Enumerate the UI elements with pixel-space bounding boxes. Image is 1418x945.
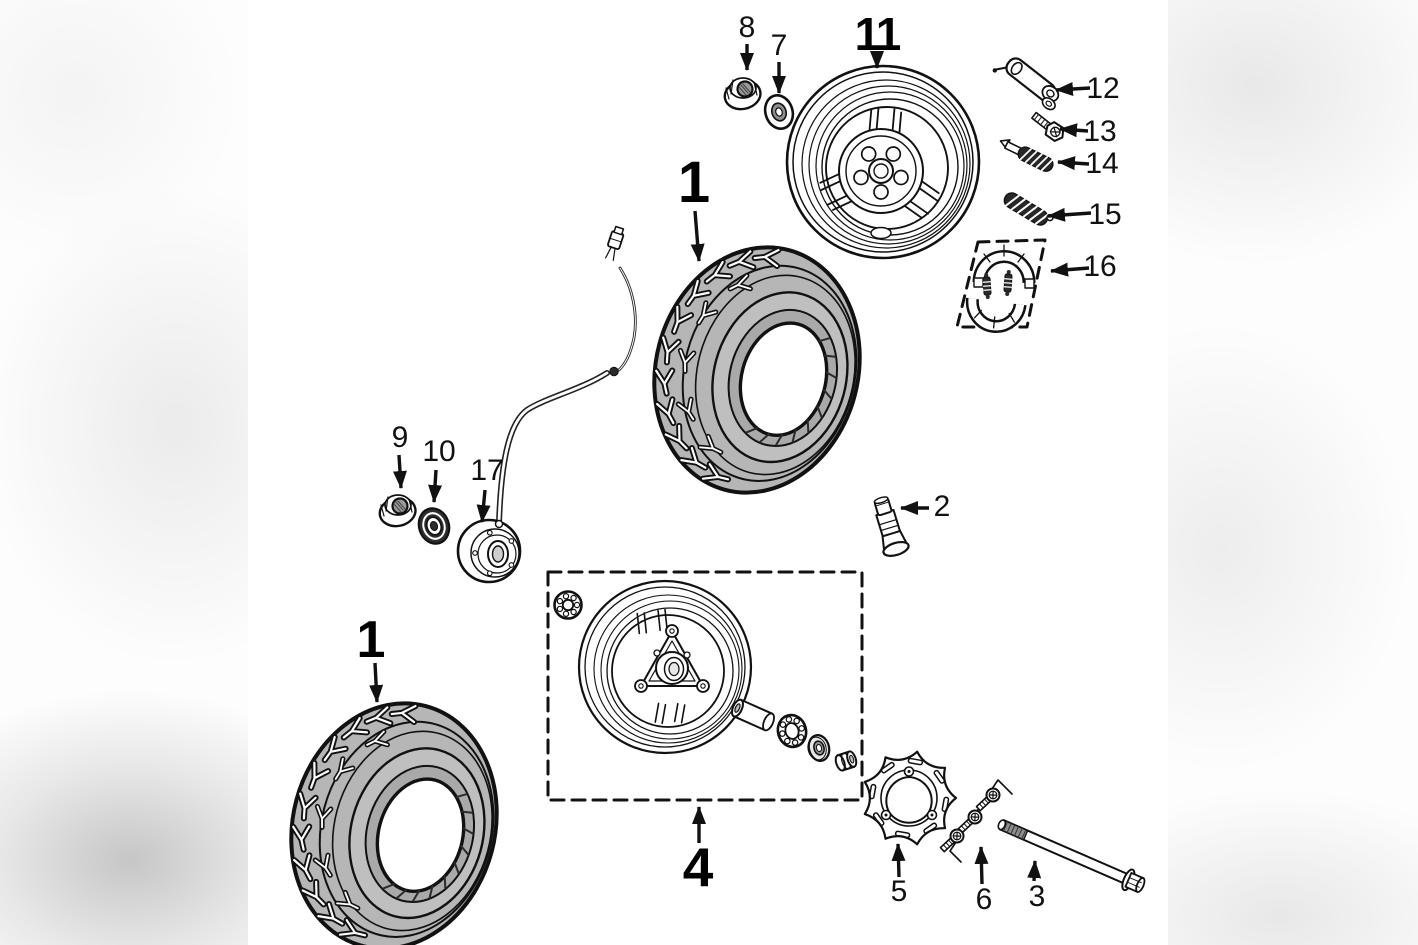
- callout-14: 14: [1057, 147, 1119, 180]
- rear-washer: [763, 94, 795, 130]
- callout-2: 2: [900, 490, 951, 523]
- callout-11: 11: [855, 8, 903, 69]
- callout-arrow-12: [1055, 82, 1091, 96]
- cable-connector: [605, 225, 625, 261]
- disc-bolts: [936, 779, 1013, 863]
- callout-label-8: 8: [739, 11, 756, 44]
- callout-label-12: 12: [1086, 72, 1119, 105]
- callout-label-17: 17: [470, 454, 503, 487]
- callout-8: 8: [739, 11, 756, 71]
- callout-4: 4: [683, 806, 714, 898]
- callout-label-7: 7: [771, 29, 788, 62]
- callout-label-1-rear: 1: [678, 150, 710, 215]
- callout-arrow-10: [428, 469, 443, 503]
- callout-arrow-9: [392, 454, 407, 489]
- axle-spacer-tube: [730, 698, 775, 732]
- callout-17: 17: [470, 454, 504, 523]
- callout-label-5: 5: [891, 875, 908, 908]
- callout-arrow-1-rear: [690, 210, 705, 262]
- front-wheel-box: [546, 570, 864, 802]
- callout-label-11: 11: [855, 8, 901, 60]
- callout-1-front: 1: [357, 611, 386, 703]
- callout-arrow-1-front: [369, 662, 384, 703]
- brake-disc: [863, 750, 958, 846]
- front-washer: [417, 507, 451, 545]
- callout-label-9: 9: [392, 421, 409, 454]
- callout-label-3: 3: [1029, 880, 1046, 913]
- callout-arrow-5: [891, 843, 906, 878]
- callout-1-rear: 1: [678, 150, 710, 262]
- shoe-spring: [1003, 270, 1013, 296]
- speedometer-drive: [456, 518, 522, 584]
- callout-15: 15: [1047, 198, 1122, 231]
- callout-arrow-6: [974, 846, 989, 885]
- callout-12: 12: [1055, 72, 1120, 105]
- callout-arrow-16: [1050, 262, 1090, 277]
- brake-spring: [1003, 192, 1054, 226]
- callout-arrow-15: [1047, 207, 1092, 222]
- callout-16: 16: [1050, 250, 1117, 283]
- shoe-spring: [982, 273, 992, 299]
- callout-label-2: 2: [934, 490, 951, 523]
- dust-seal: [807, 734, 831, 762]
- callout-arrow-13: [1059, 123, 1089, 138]
- callout-10: 10: [422, 435, 456, 503]
- front-wheel-rim: [577, 579, 753, 755]
- callout-5: 5: [891, 843, 908, 908]
- callout-label-4: 4: [683, 836, 714, 898]
- brake-shoe-upper: [972, 244, 1036, 289]
- brake-arm: [992, 57, 1060, 111]
- rear-wheel-rim: [785, 64, 981, 260]
- brake-adjuster: [999, 139, 1054, 172]
- axle-spacer: [834, 750, 858, 772]
- front-axle: [997, 819, 1146, 893]
- wheel-bearing-inner: [553, 590, 583, 620]
- valve-stem: [873, 496, 910, 557]
- callout-label-14: 14: [1085, 147, 1118, 180]
- wheel-bearing-outer: [776, 713, 808, 749]
- brake-arm-bolt: [1031, 111, 1065, 142]
- callout-9: 9: [392, 421, 409, 489]
- callout-arrow-17: [476, 489, 491, 523]
- callout-label-15: 15: [1088, 198, 1121, 231]
- callout-label-16: 16: [1083, 250, 1116, 283]
- callout-label-10: 10: [422, 435, 455, 468]
- callout-label-6: 6: [976, 883, 993, 916]
- callout-13: 13: [1059, 115, 1117, 148]
- callout-arrow-14: [1057, 156, 1090, 171]
- callout-6: 6: [974, 846, 993, 916]
- callout-label-1-front: 1: [357, 611, 386, 669]
- speedometer-cable: [496, 225, 637, 526]
- callout-arrow-3: [1027, 860, 1042, 882]
- brake-shoes-box: [955, 238, 1047, 329]
- callout-3: 3: [1027, 860, 1046, 913]
- callout-label-13: 13: [1083, 115, 1116, 148]
- brake-shoe-lower: [965, 297, 1027, 333]
- callout-7: 7: [771, 29, 788, 94]
